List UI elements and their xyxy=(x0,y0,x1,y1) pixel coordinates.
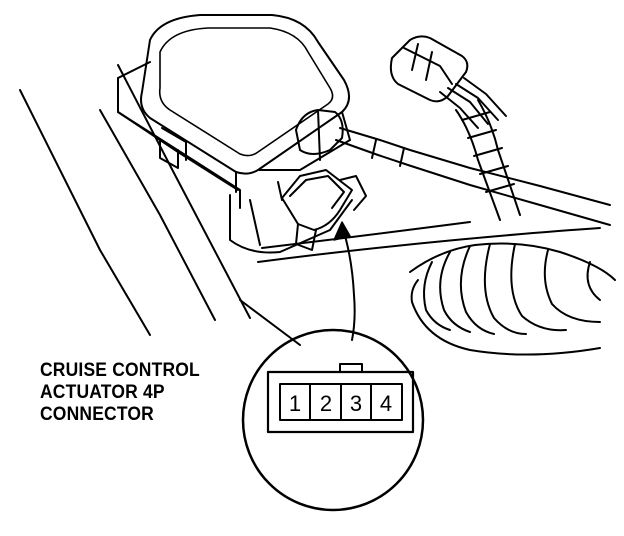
callout-line-1: CRUISE CONTROL xyxy=(40,360,200,381)
pin-label: 2 xyxy=(320,391,332,416)
harness-connector xyxy=(389,35,521,221)
pin-label: 4 xyxy=(380,391,392,416)
magnified-connector-circle xyxy=(241,328,425,512)
callout-line-3: CONNECTOR xyxy=(40,404,154,425)
connector-callout-label: CRUISE CONTROL ACTUATOR 4P CONNECTOR xyxy=(40,360,200,426)
actuator-4p-connector xyxy=(281,169,367,251)
pin-label: 1 xyxy=(289,391,301,416)
rubber-boot xyxy=(409,242,616,356)
actuator-cable xyxy=(295,109,611,226)
pin-label: 3 xyxy=(350,391,362,416)
callout-arrow xyxy=(341,225,356,341)
cruise-control-actuator xyxy=(117,14,353,254)
callout-arrowhead xyxy=(333,221,351,241)
vehicle-body-lines xyxy=(19,64,601,346)
connector-face xyxy=(266,363,415,434)
callout-line-2: ACTUATOR 4P xyxy=(40,382,165,403)
